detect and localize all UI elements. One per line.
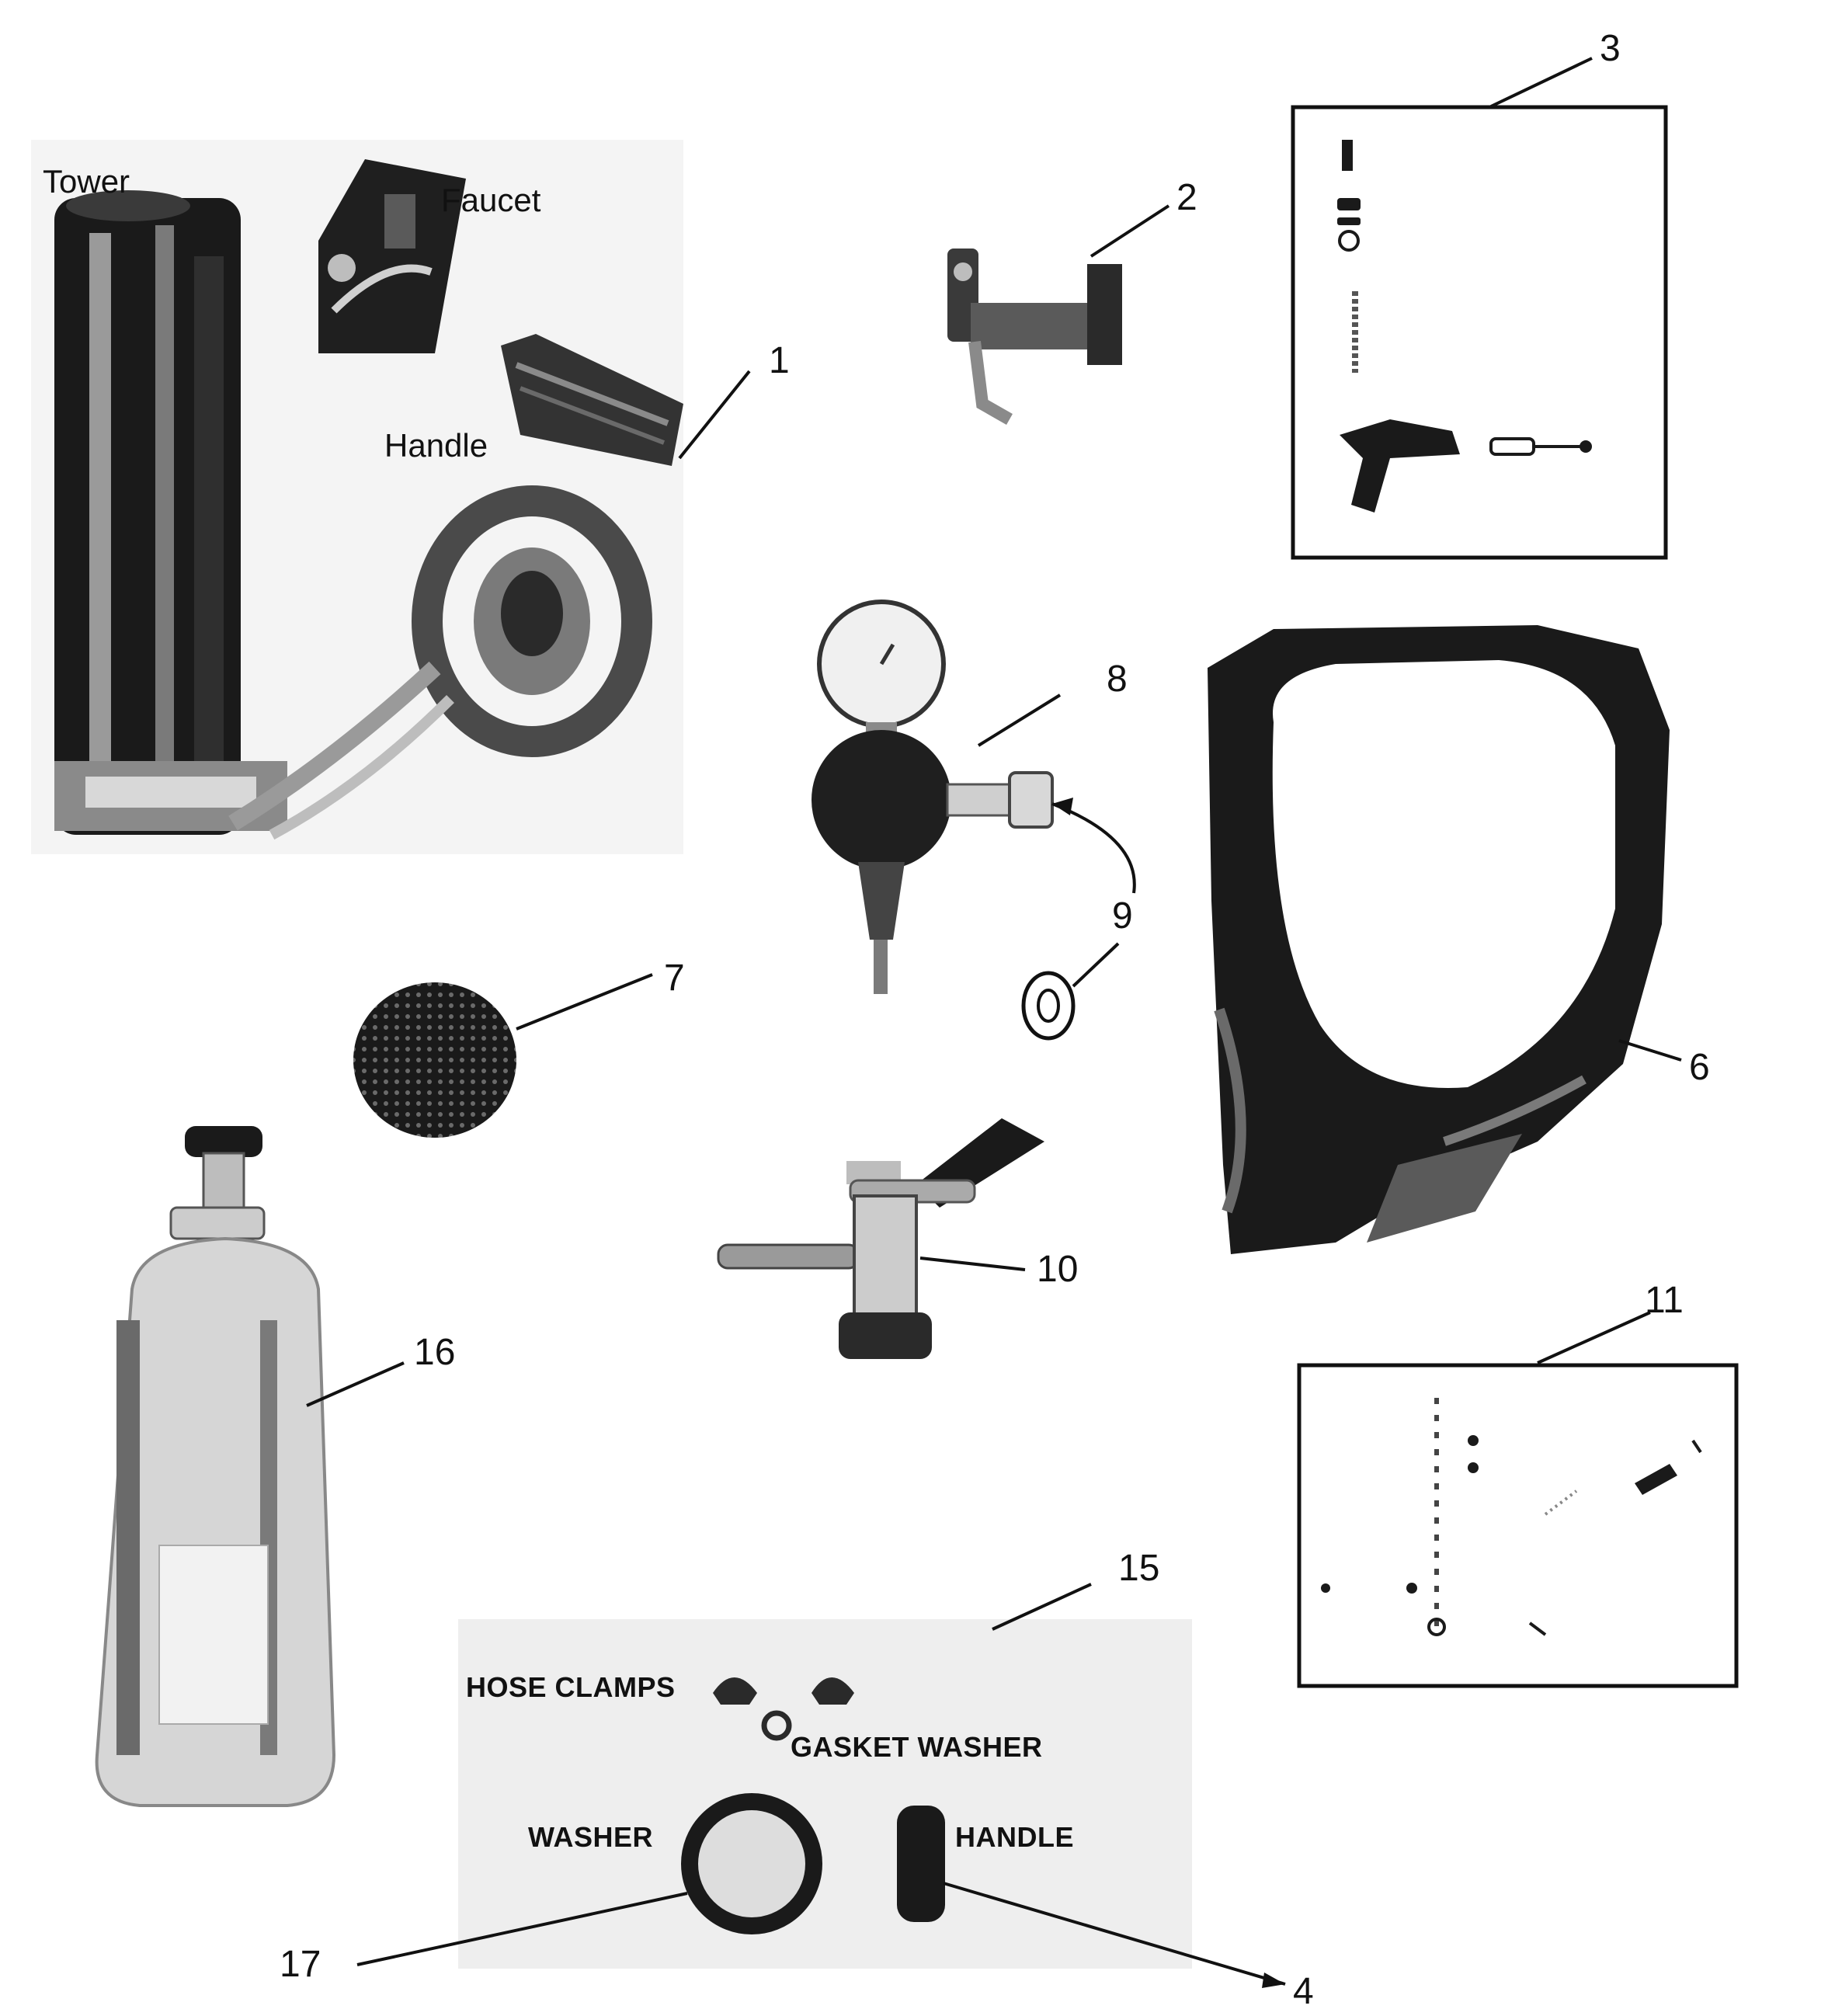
callout-16-leader [306,1361,405,1407]
accessory-kit-photo: HOSE CLAMPS GASKET WASHER WASHER HANDLE [458,1619,1192,1969]
callout-17: 17 [280,1944,321,1985]
callout-9-leader-lower [1072,942,1120,988]
callout-9: 9 [1112,895,1133,937]
tap-handle-icon [501,334,683,466]
callout-6: 6 [1689,1047,1710,1088]
callout-9-arrow [1052,798,1073,815]
handle-kit-label: HANDLE [955,1821,1074,1853]
callout-9-leader-upper [1051,802,1136,894]
faucet-icon [318,159,466,353]
hose-clamp-icon [812,1677,854,1705]
callout-8: 8 [1107,659,1128,700]
callout-15-leader [992,1583,1092,1631]
callout-11: 11 [1645,1280,1684,1321]
beverage-hose-icon [228,485,652,840]
handle-label: Handle [384,427,488,464]
co2-cylinder-icon [95,1126,336,1807]
co2-regulator-icon [812,600,1054,994]
callout-3: 3 [1600,28,1621,69]
large-washer-icon [681,1793,822,1934]
beer-tower-icon [54,190,287,835]
callout-4-arrow [1262,1973,1285,1988]
callout-7: 7 [664,958,685,999]
callout-3-leader [1490,57,1593,108]
washer-label: WASHER [528,1821,653,1853]
callout-17-leader [356,1892,688,1966]
callout-2-leader [1090,204,1170,258]
faucet-assembly-icon [947,249,1122,425]
callout-1: 1 [769,340,790,381]
callout-15: 15 [1118,1548,1159,1589]
hose-clamp-icon [713,1677,757,1705]
callout-11-leader [1537,1311,1651,1364]
regulator-washer-icon [1021,971,1076,1041]
tower-kit-photo: Tower Faucet Handle [31,140,683,854]
callout-1-leader [678,370,751,460]
callout-4: 4 [1293,1971,1314,2012]
keg-coupler-icon [717,1118,1044,1359]
callout-7-leader [516,973,653,1031]
callout-6-leader [1618,1039,1682,1062]
handle-knob-icon [897,1806,945,1922]
door-gasket-icon [1208,625,1670,1254]
hose-clamps-label: HOSE CLAMPS [466,1671,676,1703]
tower-label: Tower [43,163,130,200]
faucet-label: Faucet [441,182,541,218]
callout-10-leader [919,1257,1026,1271]
faucet-parts-card [1291,105,1668,560]
callout-2: 2 [1176,177,1197,218]
callout-16: 16 [414,1332,455,1373]
callout-8-leader [977,693,1062,747]
coupler-parts-card [1297,1363,1739,1688]
drip-tray-icon [353,982,516,1138]
gasket-washer-icon [761,1710,792,1741]
callout-4-leader [943,1882,1286,1986]
callout-10: 10 [1037,1249,1078,1290]
gasket-washer-label: GASKET WASHER [791,1731,1043,1763]
accessory-kit-background [458,1619,1192,1969]
